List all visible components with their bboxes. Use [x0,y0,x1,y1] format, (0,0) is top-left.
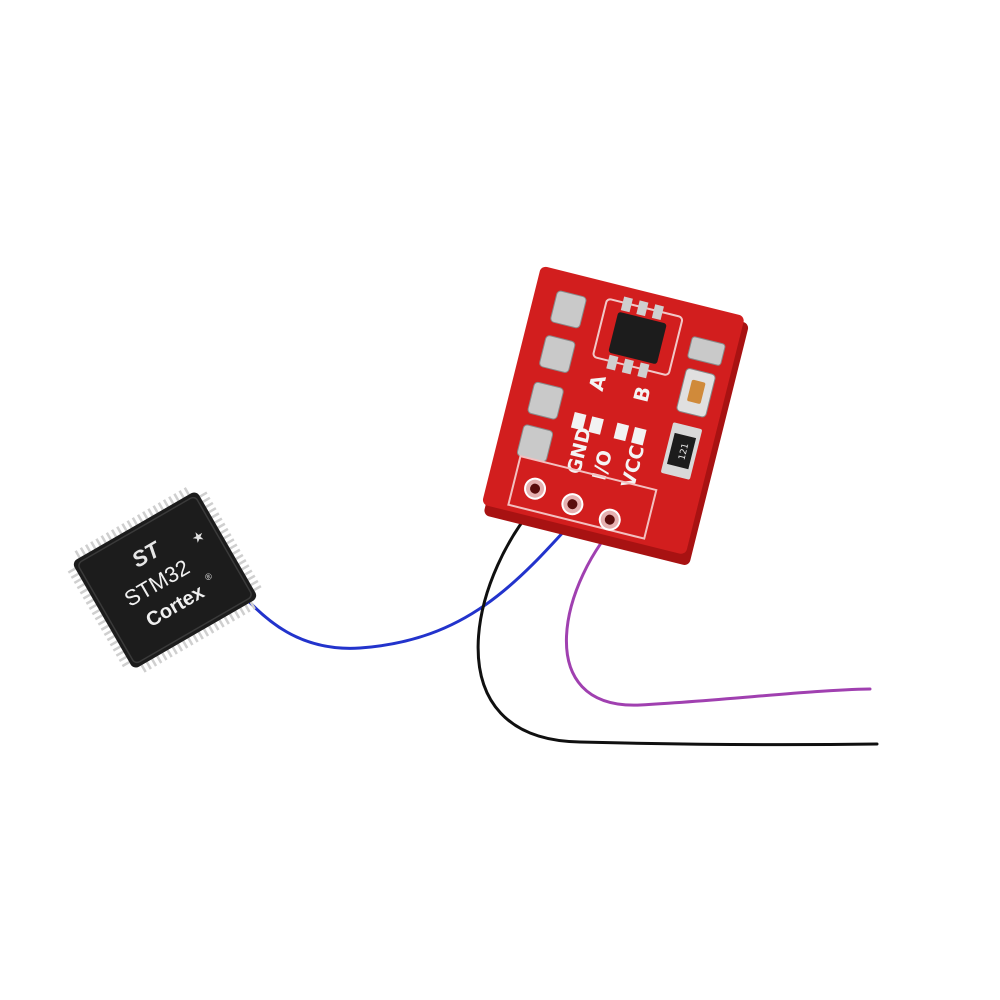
vcc-wire [564,516,872,707]
gnd-wire [476,493,879,747]
touch-ic [592,296,684,379]
header-pin-gnd [524,477,547,500]
header-pin-vcc [598,508,621,531]
registered-mark: ® [203,571,214,583]
header-pin-io [561,493,584,516]
smd-pad [687,336,726,366]
touch-sensor-module: 121 A B GND I/O VCC [482,266,749,565]
smd-pad [539,335,576,373]
mcu-body [73,492,257,668]
resistor-code: 121 [677,442,691,461]
jumper-label-a: A [584,372,611,393]
smd-pad [527,381,564,420]
jumper-pad [631,427,647,446]
smd-pad [550,290,587,329]
jumper-pad [613,422,630,442]
jumper-pad [588,416,604,435]
jumper-label-b: B [629,384,656,405]
jumper-pad [570,412,587,431]
io-wire [238,506,587,650]
stm32-mcu-chip: ST STM32 Cortex ® ★ [67,487,262,673]
